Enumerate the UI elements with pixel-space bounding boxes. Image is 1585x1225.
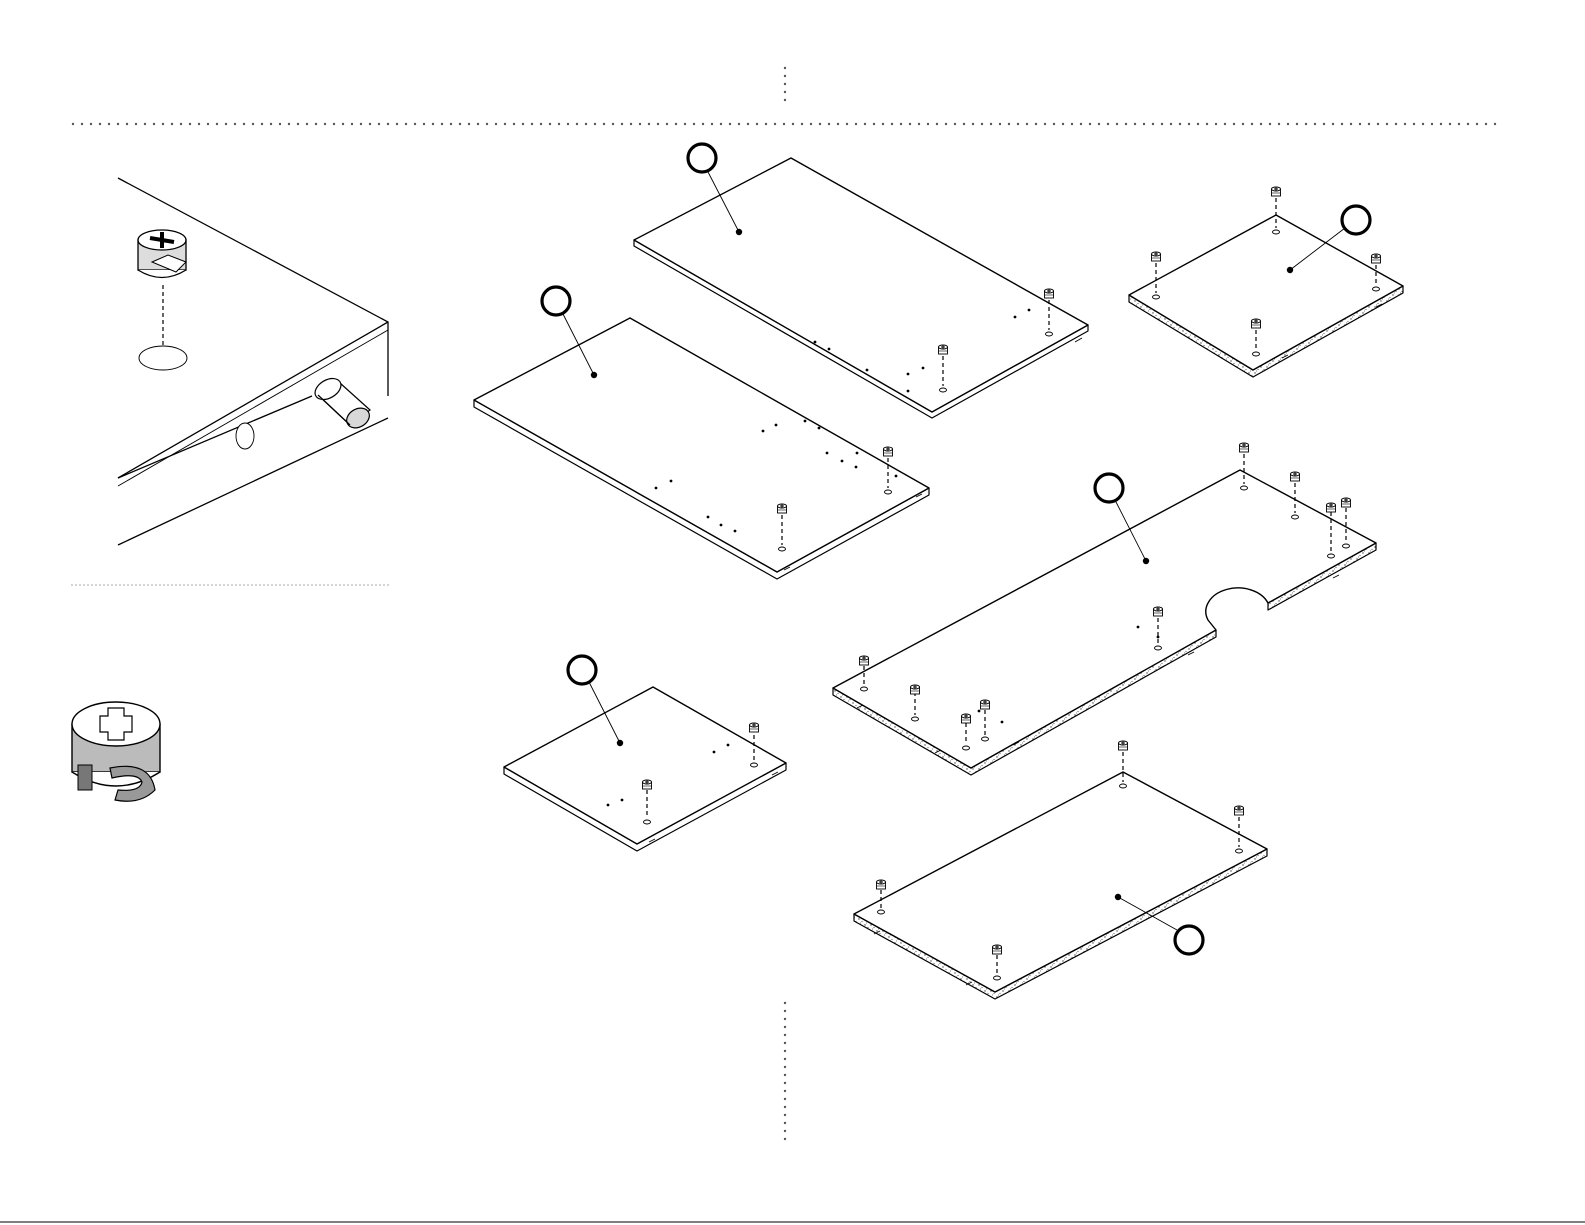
callout-panel-top-center: [688, 144, 716, 172]
callout-panel-small-left: [568, 656, 596, 684]
callout-panel-left-large: [542, 287, 570, 315]
wooden-dowel-icon: [311, 374, 373, 432]
panel-small-left: [504, 682, 786, 851]
cam-lock-hole: [139, 346, 187, 370]
callout-panel-bottom-right: [1175, 926, 1203, 954]
dowel-hole: [236, 423, 254, 449]
panel-bottom-right: [854, 741, 1267, 999]
callout-panel-top-right: [1342, 206, 1370, 234]
callout-panel-cutout: [1095, 474, 1123, 502]
cam-lock-icon: [138, 230, 186, 278]
cam-lock-large-icon: [72, 702, 160, 801]
